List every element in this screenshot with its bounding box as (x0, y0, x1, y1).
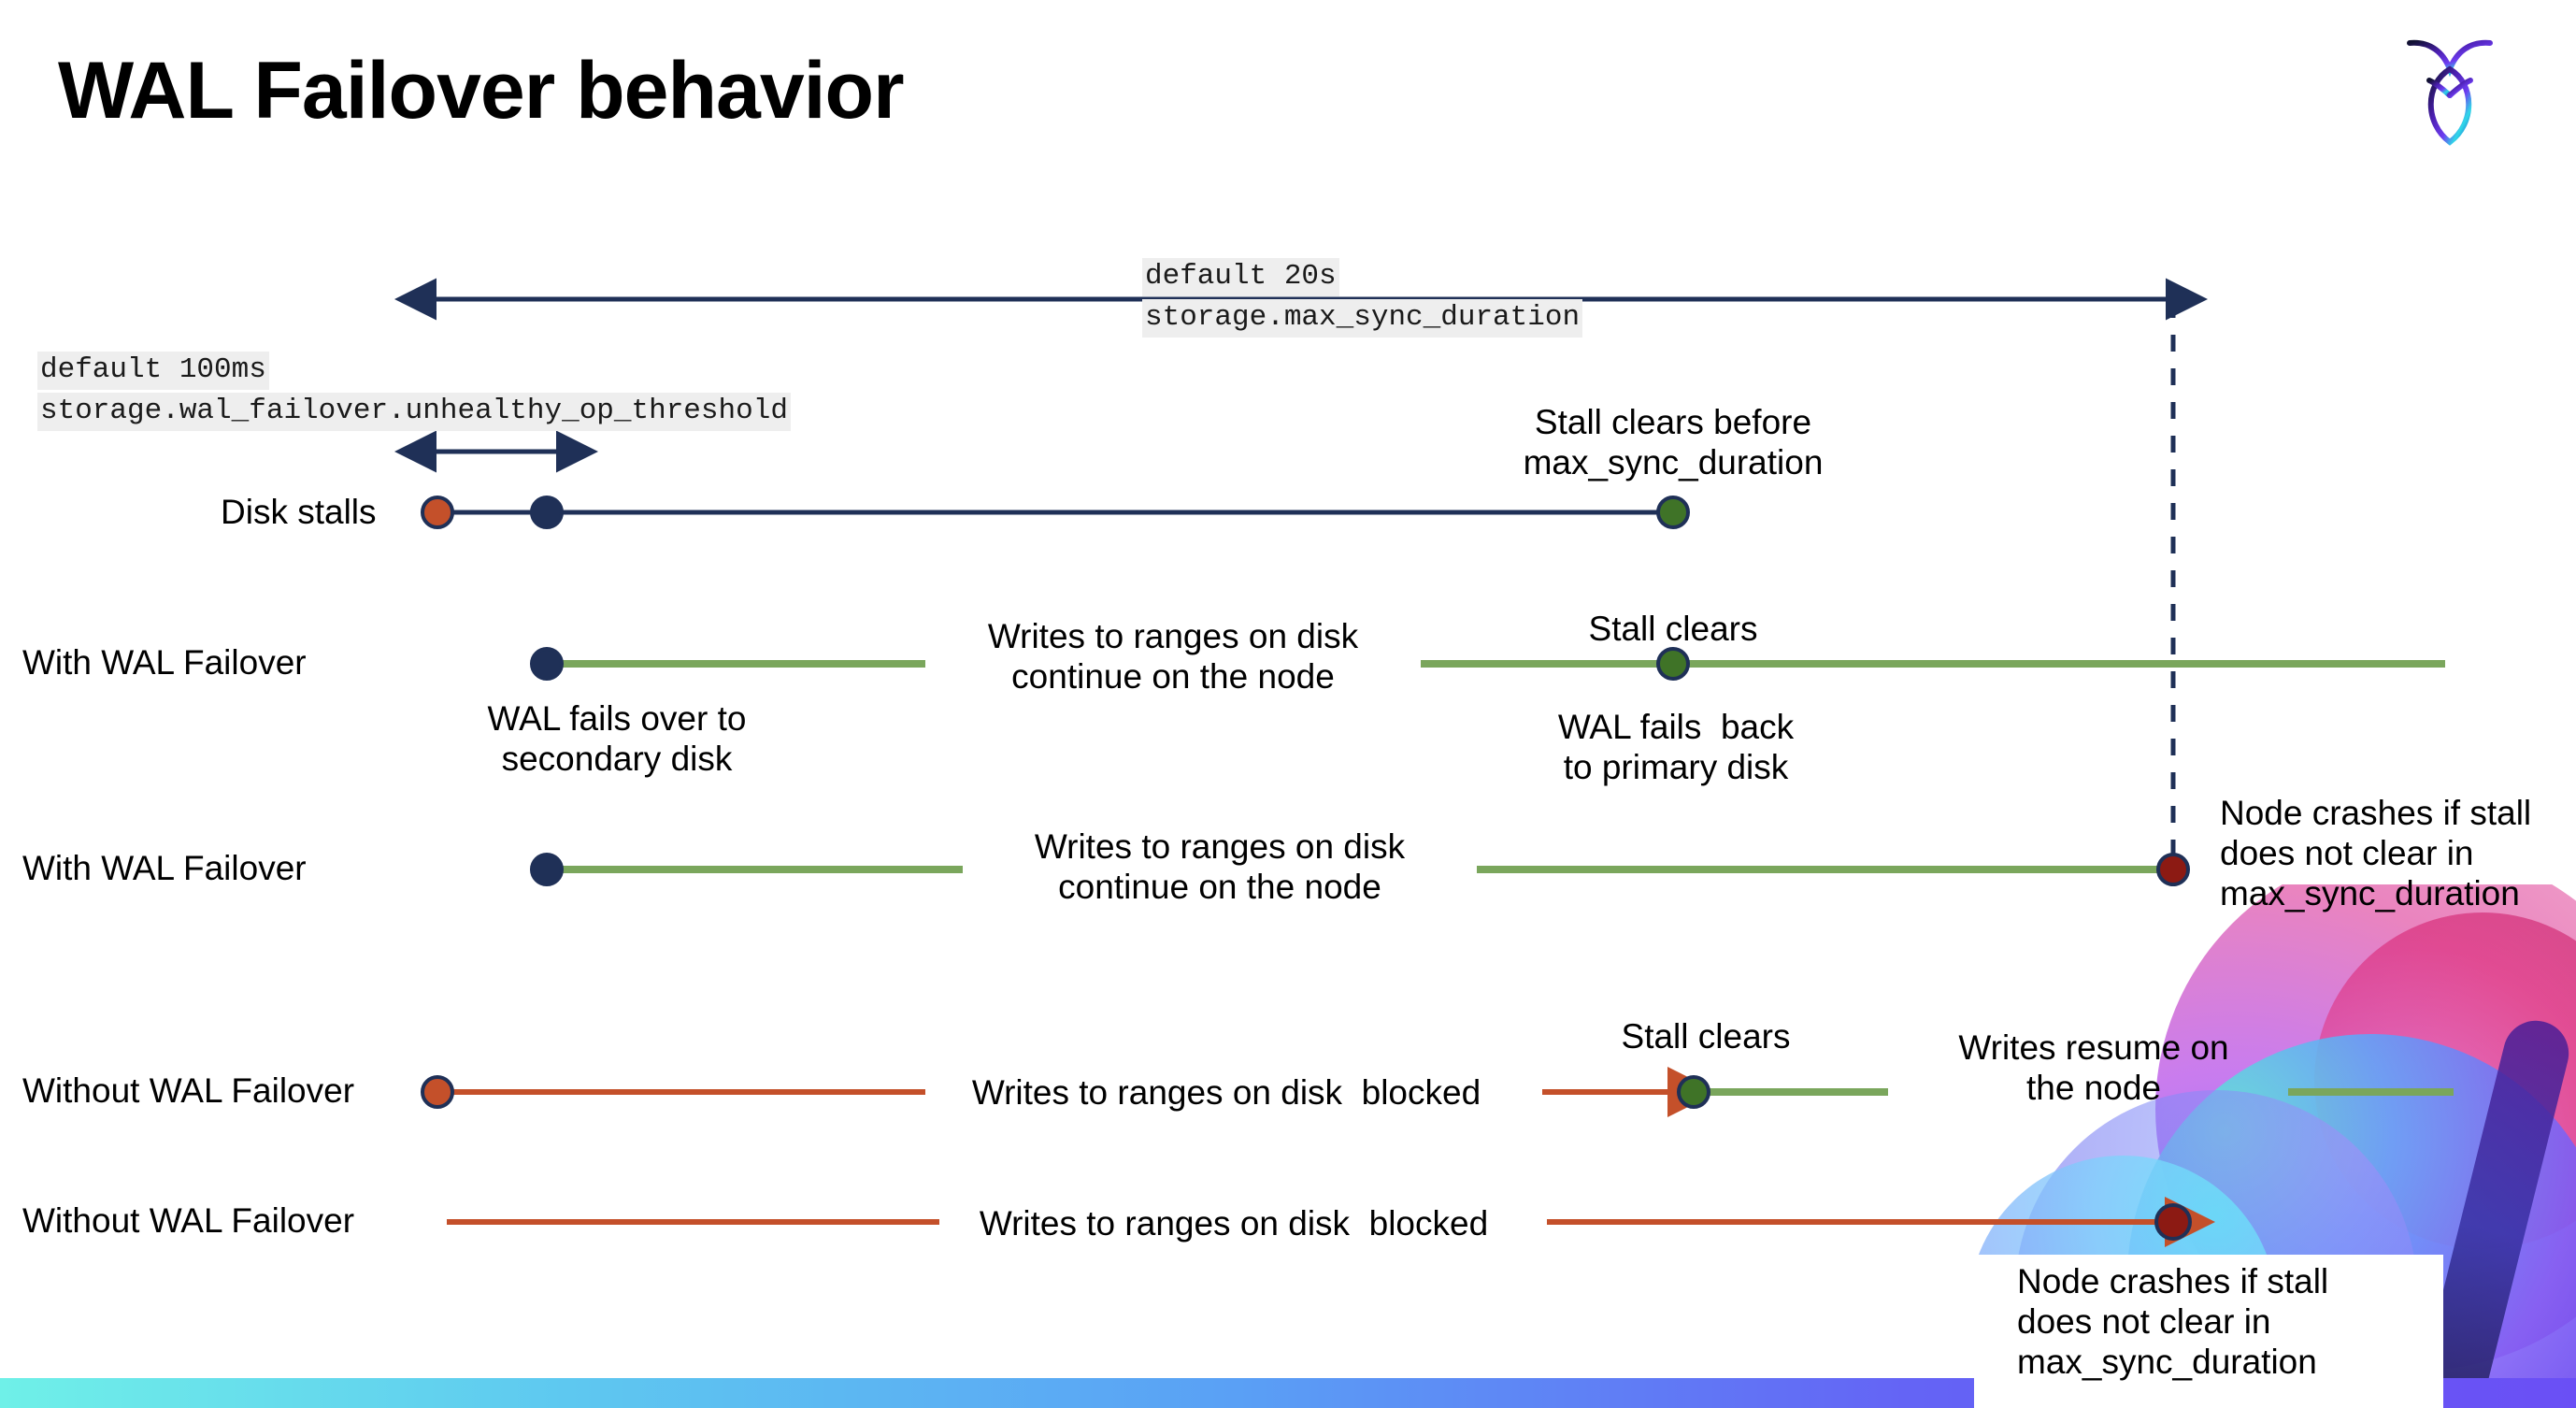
max-sync-default-label: default 20s (1142, 258, 1339, 296)
marker-node-crashes (2156, 853, 2190, 886)
marker-stall-clears (1656, 647, 1690, 681)
row-label-with-wal-failover-1: With WAL Failover (22, 643, 307, 682)
page-title: WAL Failover behavior (58, 46, 905, 136)
callout-stall-clears-2: Stall clears (1621, 1017, 1791, 1056)
max-sync-setting-label: storage.max_sync_duration (1142, 299, 1583, 338)
marker-stall-clears (1656, 496, 1690, 529)
marker-stall-clears (1677, 1075, 1710, 1109)
unhealthy-op-default-label: default 100ms (37, 352, 269, 390)
callout-writes-continue-1: Writes to ranges on disk continue on the… (987, 617, 1359, 696)
callout-writes-resume: Writes resume on the node (1958, 1028, 2229, 1107)
timeline-row-with-wal-failover-2 (530, 853, 2190, 886)
callout-writes-blocked-1: Writes to ranges on disk blocked (971, 1073, 1481, 1112)
cockroachdb-logo-icon (2407, 39, 2493, 146)
unhealthy-op-setting-label: storage.wal_failover.unhealthy_op_thresh… (37, 393, 791, 431)
callout-stall-clears-1: Stall clears (1588, 610, 1758, 648)
row-label-disk-stalls: Disk stalls (221, 493, 377, 531)
marker-stall-begins (421, 496, 454, 529)
marker-writes-blocked (421, 1075, 454, 1109)
row-label-without-wal-failover-1: Without WAL Failover (22, 1071, 355, 1110)
callout-writes-continue-2: Writes to ranges on disk continue on the… (1034, 827, 1406, 906)
timeline-row-with-wal-failover-1 (530, 647, 2445, 681)
callout-node-crashes-2: Node crashes if stall does not clear in … (2017, 1262, 2329, 1381)
row-label-without-wal-failover-2: Without WAL Failover (22, 1201, 355, 1240)
callout-wal-fails-over: WAL fails over to secondary disk (487, 699, 747, 778)
callout-node-crashes-1: Node crashes if stall does not clear in … (2220, 794, 2532, 912)
callout-stall-clears-before-max-sync: Stall clears before max_sync_duration (1523, 403, 1824, 481)
marker-node-crashes (2154, 1203, 2192, 1241)
marker-wal-fails-over (530, 853, 564, 886)
row-label-with-wal-failover-2: With WAL Failover (22, 849, 307, 887)
callout-wal-fails-back: WAL fails back to primary disk (1557, 708, 1795, 786)
timeline-row-disk-stalls (421, 496, 1690, 529)
callout-writes-blocked-2: Writes to ranges on disk blocked (979, 1204, 1489, 1243)
marker-threshold-reached (530, 496, 564, 529)
marker-wal-fails-over (530, 647, 564, 681)
